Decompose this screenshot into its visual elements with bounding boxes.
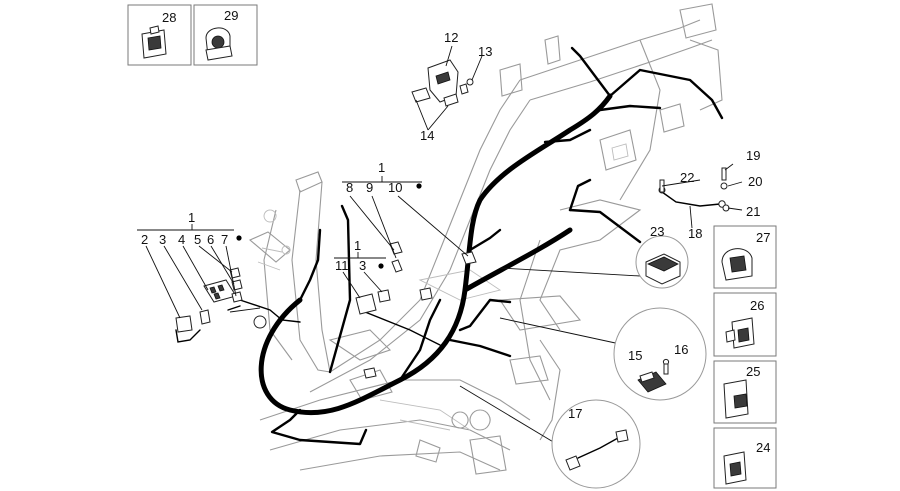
label-15: 15 [628,348,642,363]
label-12: 12 [444,30,458,45]
detail-box-28 [127,4,192,66]
inset-bubble-15-16 [613,307,707,401]
label-5: 5 [194,232,201,247]
label-1-left: 1 [188,210,195,225]
part-number-labels: 28 29 12 13 14 1 8 9 10 1 2 3 4 5 6 7 1 … [141,8,770,455]
clip-assembly-12 [411,59,474,107]
label-25: 25 [746,364,760,379]
label-19: 19 [746,148,760,163]
detail-box-26 [713,292,777,357]
label-22: 22 [680,170,694,185]
label-1-mid: 1 [354,238,361,253]
label-8: 8 [346,180,353,195]
label-3-left: 3 [159,232,166,247]
inset-bubble-23 [635,235,689,289]
label-28: 28 [162,10,176,25]
label-3-mid: 3 [359,258,366,273]
label-24: 24 [756,440,770,455]
label-17: 17 [568,406,582,421]
detail-box-29 [193,4,258,66]
label-10: 10 [388,180,402,195]
label-27: 27 [756,230,770,245]
ground-cable-18 [658,167,730,212]
label-23: 23 [650,224,664,239]
label-16: 16 [674,342,688,357]
inset-bubble-17 [551,399,641,489]
label-14: 14 [420,128,434,143]
detail-box-25 [713,360,777,424]
group-brackets [137,176,422,269]
main-harness [175,46,724,446]
label-29: 29 [224,8,238,23]
label-13: 13 [478,44,492,59]
scooter-frame [248,3,723,475]
label-18: 18 [688,226,702,241]
label-2: 2 [141,232,148,247]
label-7: 7 [221,232,228,247]
label-4: 4 [178,232,185,247]
label-1-upper: 1 [378,160,385,175]
label-20: 20 [748,174,762,189]
harness-connectors [175,241,477,379]
label-21: 21 [746,204,760,219]
label-26: 26 [750,298,764,313]
label-9: 9 [366,180,373,195]
label-11: 11 [335,258,349,273]
detail-box-24 [713,427,777,489]
label-6: 6 [207,232,214,247]
detail-box-27 [713,225,777,289]
